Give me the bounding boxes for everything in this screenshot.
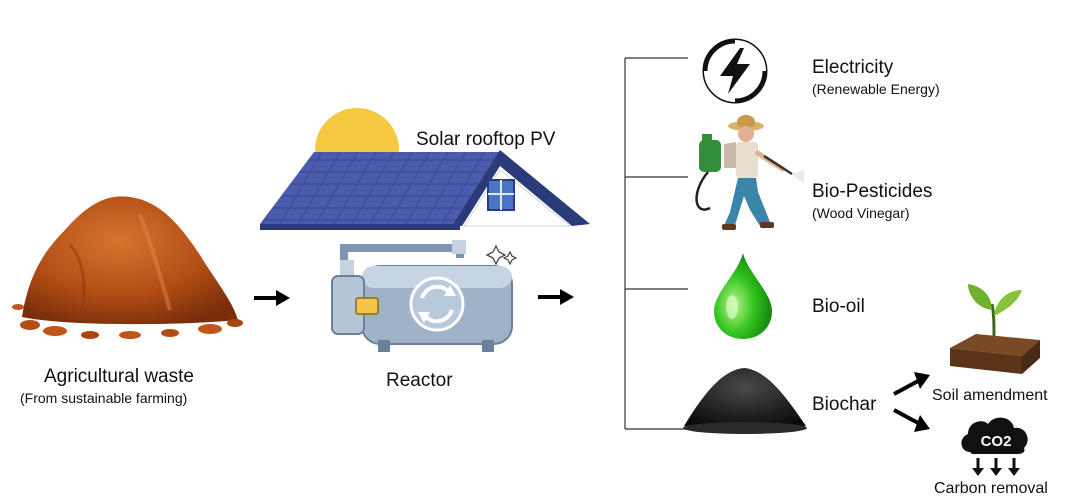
- biochar-use-arrows: [893, 372, 930, 432]
- solar-label: Solar rooftop PV: [416, 129, 556, 150]
- waste-subtitle: (From sustainable farming): [20, 390, 188, 406]
- co2-cloud-icon: CO2: [961, 417, 1028, 476]
- reactor-icon: [331, 240, 518, 352]
- product-name-electricity: Electricity: [812, 57, 894, 78]
- reactor-label: Reactor: [386, 370, 453, 391]
- product-name-bio-oil: Bio-oil: [812, 296, 865, 317]
- product-detail-electricity: (Renewable Energy): [812, 81, 940, 97]
- lightning-bolt-icon: [702, 38, 768, 104]
- product-name-biochar: Biochar: [812, 394, 877, 415]
- flow-arrow-2: [538, 289, 574, 305]
- co2-text: CO2: [981, 433, 1012, 450]
- solar-rooftop-icon: [260, 150, 590, 230]
- soil-amendment-label: Soil amendment: [932, 387, 1048, 404]
- carbon-removal-label: Carbon removal: [934, 480, 1048, 497]
- green-droplet-icon: [714, 253, 772, 339]
- product-detail-bio-pesticides: (Wood Vinegar): [812, 205, 910, 221]
- seedling-soil-icon: [950, 284, 1040, 374]
- product-name-bio-pesticides: Bio-Pesticides: [812, 181, 933, 202]
- agricultural-waste-pile-icon: [12, 196, 243, 339]
- waste-title: Agricultural waste: [44, 366, 194, 387]
- flow-arrow-1: [254, 290, 290, 306]
- products-bracket: [624, 57, 688, 430]
- biochar-pile-icon: [683, 368, 807, 434]
- farmer-sprayer-icon: [695, 115, 804, 230]
